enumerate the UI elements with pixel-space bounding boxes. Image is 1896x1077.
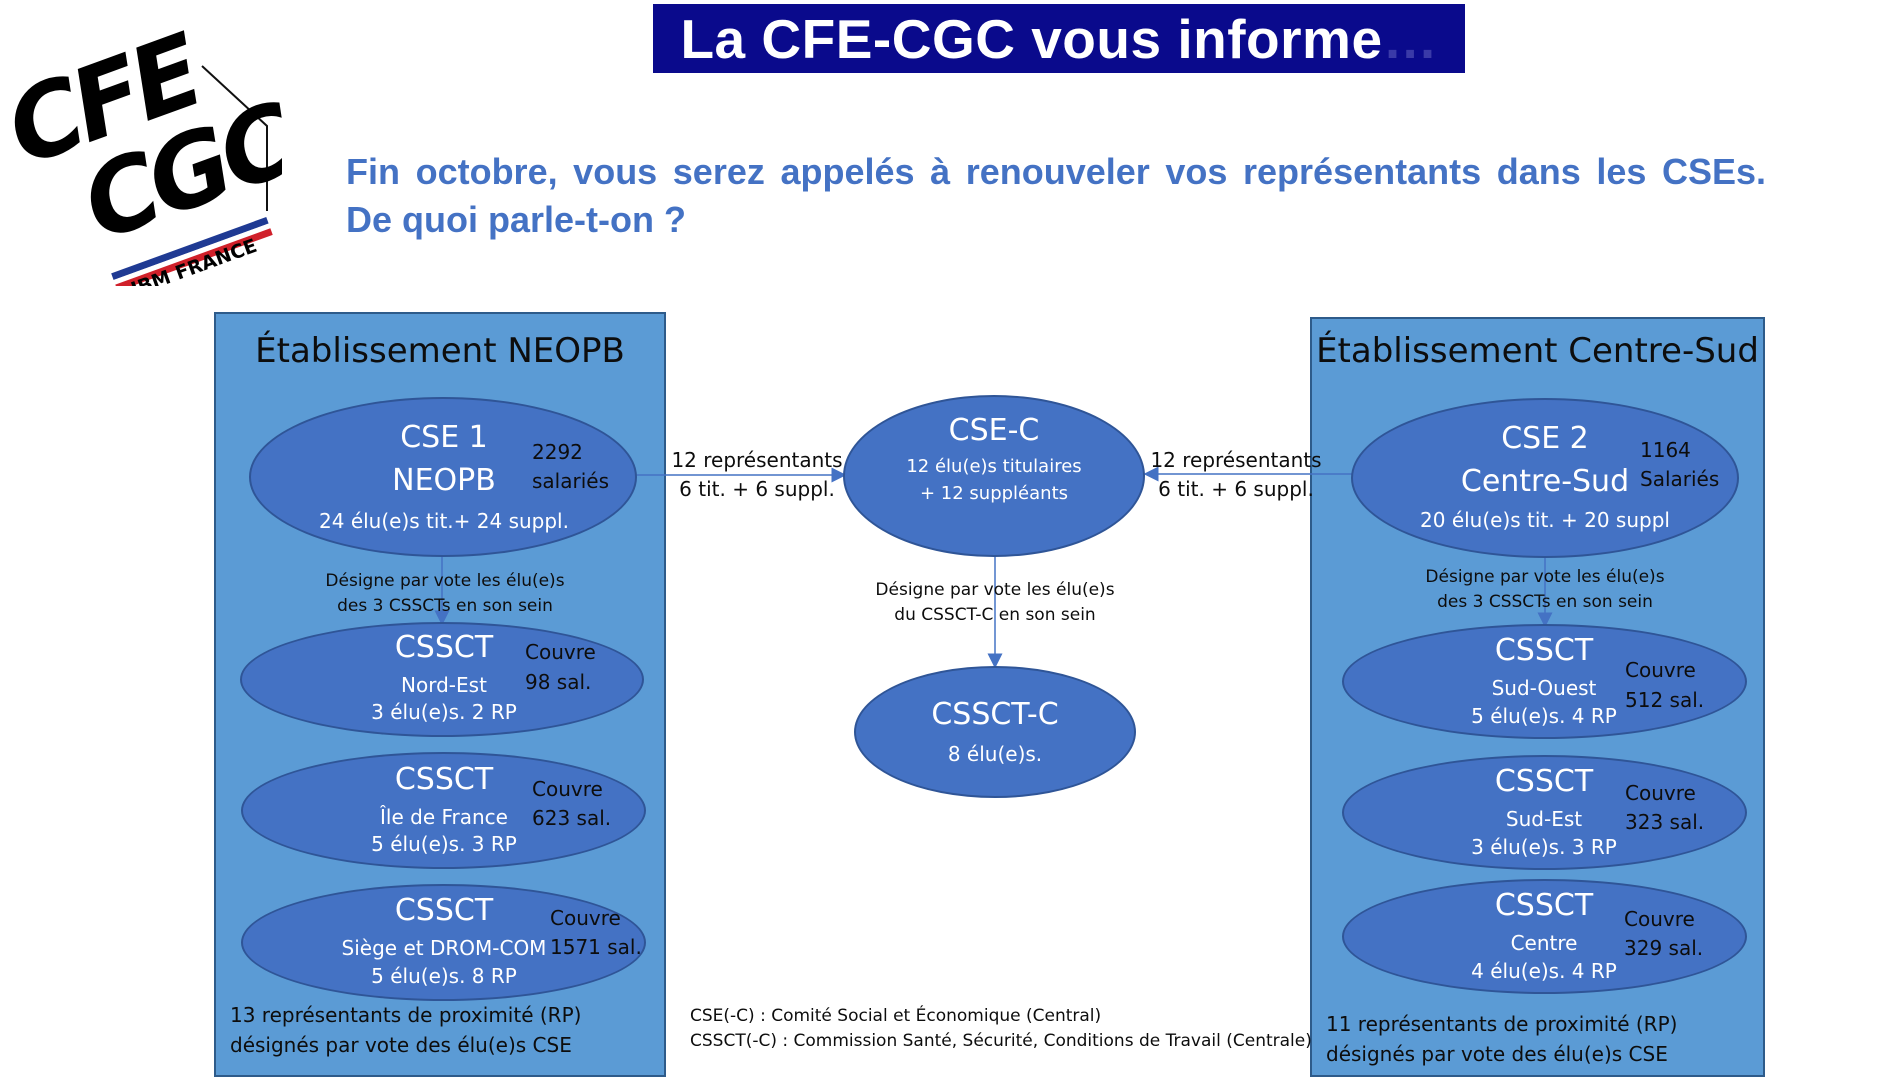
cse1-count: 2292 bbox=[532, 440, 583, 464]
legend: CSE(-C) : Comité Social et Économique (C… bbox=[690, 1004, 1312, 1054]
cssct-zone: Sud-Ouest bbox=[1491, 676, 1597, 700]
cssct-zone: Centre bbox=[1510, 931, 1578, 955]
cssct-nord-est-node bbox=[240, 622, 644, 737]
cssct-title: CSSCT bbox=[1494, 633, 1594, 668]
cse2-count: 1164 bbox=[1640, 438, 1691, 462]
footer-line-2: désignés par vote des élu(e)s CSE bbox=[1326, 1042, 1668, 1066]
cssct-elected: 5 élu(e)s. 4 RP bbox=[1471, 704, 1617, 728]
cssct-title: CSSCT bbox=[394, 893, 494, 928]
cse2-node bbox=[1351, 398, 1739, 558]
cse-c-node bbox=[843, 395, 1145, 557]
cssct-centre-node bbox=[1342, 879, 1747, 994]
cssct-c-node bbox=[854, 666, 1136, 798]
note-line-1: Désigne par vote les élu(e)s bbox=[1425, 567, 1665, 587]
cssct-covers: Couvre bbox=[532, 777, 603, 801]
neopb-designate-note: Désigne par vote les élu(e)s des 3 CSSCT… bbox=[290, 569, 600, 619]
cssct-covers: Couvre bbox=[1624, 907, 1695, 931]
title-banner: La CFE-CGC vous informe… bbox=[653, 4, 1465, 73]
right-arrow-label: 12 représentants 6 tit. + 6 suppl. bbox=[1146, 446, 1326, 504]
title-ellipsis: … bbox=[1382, 7, 1438, 70]
cse2-count-label: Salariés bbox=[1640, 467, 1720, 491]
note-line-2: du CSSCT-C en son sein bbox=[894, 605, 1096, 625]
panel-title-centre-sud: Établissement Centre-Sud bbox=[1316, 331, 1759, 371]
cssct-siege-node bbox=[241, 884, 646, 1001]
page-title: La CFE-CGC vous informe bbox=[680, 7, 1383, 70]
cssct-sud-ouest-node bbox=[1342, 624, 1747, 739]
cssct-elected: 5 élu(e)s. 3 RP bbox=[371, 832, 517, 856]
left-arrow-label: 12 représentants 6 tit. + 6 suppl. bbox=[667, 446, 847, 504]
cssct-elected: 3 élu(e)s. 3 RP bbox=[1471, 835, 1617, 859]
logo-graphic: CFE CGC IBM FRANCE bbox=[0, 11, 312, 300]
cfe-cgc-logo: CFE CGC IBM FRANCE bbox=[0, 11, 312, 300]
cse1-name: NEOPB bbox=[392, 463, 496, 498]
cssct-title: CSSCT bbox=[394, 762, 494, 797]
panel-footer-centre-sud: 11 représentants de proximité (RP) désig… bbox=[1326, 1009, 1677, 1069]
note-line-1: Désigne par vote les élu(e)s bbox=[325, 571, 565, 591]
cssct-title: CSSCT bbox=[1494, 764, 1594, 799]
logo-stripes bbox=[111, 216, 273, 292]
cssct-employees: 1571 sal. bbox=[550, 935, 642, 959]
cssct-ile-de-france-node bbox=[241, 752, 646, 869]
csec-designate-note: Désigne par vote les élu(e)s du CSSCT-C … bbox=[845, 578, 1145, 628]
cssct-employees: 329 sal. bbox=[1624, 936, 1704, 960]
cssct-covers: Couvre bbox=[550, 906, 621, 930]
cse2-elected: 20 élu(e)s tit. + 20 suppl bbox=[1420, 508, 1670, 532]
cse1-count-label: salariés bbox=[532, 469, 609, 493]
cse2-name: Centre-Sud bbox=[1460, 464, 1630, 499]
cssct-covers: Couvre bbox=[1625, 658, 1696, 682]
cssct-employees: 512 sal. bbox=[1625, 688, 1705, 712]
arrow-label-line-1: 12 représentants bbox=[1150, 448, 1322, 472]
cssct-title: CSSCT bbox=[1494, 888, 1594, 923]
cse1-node bbox=[249, 397, 637, 557]
cssct-zone: Nord-Est bbox=[401, 673, 487, 697]
cse2-title: CSE 2 bbox=[1501, 421, 1589, 456]
centresud-designate-note: Désigne par vote les élu(e)s des 3 CSSCT… bbox=[1390, 565, 1700, 615]
intro-line-2: De quoi parle-t-on ? bbox=[346, 199, 686, 240]
cse1-elected: 24 élu(e)s tit.+ 24 suppl. bbox=[319, 509, 569, 533]
cssct-sud-est-node bbox=[1342, 755, 1747, 870]
note-line-1: Désigne par vote les élu(e)s bbox=[875, 580, 1115, 600]
arrow-label-line-1: 12 représentants bbox=[671, 448, 843, 472]
cse-c-line-1: 12 élu(e)s titulaires bbox=[906, 456, 1082, 477]
panel-footer-neopb: 13 représentants de proximité (RP) désig… bbox=[230, 1000, 581, 1060]
footer-line-1: 13 représentants de proximité (RP) bbox=[230, 1003, 582, 1027]
cse1-title: CSE 1 bbox=[400, 420, 488, 455]
note-line-2: des 3 CSSCTs en son sein bbox=[1437, 592, 1653, 612]
legend-line-2: CSSCT(-C) : Commission Santé, Sécurité, … bbox=[690, 1031, 1312, 1051]
footer-line-2: désignés par vote des élu(e)s CSE bbox=[230, 1033, 572, 1057]
intro-line-1: Fin octobre, vous serez appelés à renouv… bbox=[346, 151, 1766, 192]
cssct-zone: Sud-Est bbox=[1505, 807, 1583, 831]
arrow-label-line-2: 6 tit. + 6 suppl. bbox=[679, 477, 835, 501]
cssct-employees: 323 sal. bbox=[1625, 810, 1705, 834]
cssct-covers: Couvre bbox=[525, 640, 596, 664]
cse-c-line-2: + 12 suppléants bbox=[919, 483, 1069, 504]
cssct-elected: 3 élu(e)s. 2 RP bbox=[371, 700, 517, 724]
cssct-zone: Siège et DROM-COM bbox=[341, 936, 547, 960]
footer-line-1: 11 représentants de proximité (RP) bbox=[1326, 1012, 1678, 1036]
cssct-covers: Couvre bbox=[1625, 781, 1696, 805]
cssct-c-elected: 8 élu(e)s. bbox=[947, 742, 1043, 766]
note-line-2: des 3 CSSCTs en son sein bbox=[337, 596, 553, 616]
legend-line-1: CSE(-C) : Comité Social et Économique (C… bbox=[690, 1006, 1102, 1026]
cse-c-title: CSE-C bbox=[948, 413, 1040, 448]
cssct-elected: 5 élu(e)s. 8 RP bbox=[371, 964, 517, 988]
cssct-employees: 623 sal. bbox=[532, 806, 612, 830]
arrow-label-line-2: 6 tit. + 6 suppl. bbox=[1158, 477, 1314, 501]
cssct-elected: 4 élu(e)s. 4 RP bbox=[1471, 959, 1617, 983]
intro-text: Fin octobre, vous serez appelés à renouv… bbox=[346, 148, 1766, 244]
cssct-title: CSSCT bbox=[394, 630, 494, 665]
cssct-c-title: CSSCT-C bbox=[931, 697, 1059, 732]
cssct-zone: Île de France bbox=[380, 805, 508, 829]
cssct-employees: 98 sal. bbox=[525, 670, 592, 694]
panel-title-neopb: Établissement NEOPB bbox=[255, 331, 625, 371]
